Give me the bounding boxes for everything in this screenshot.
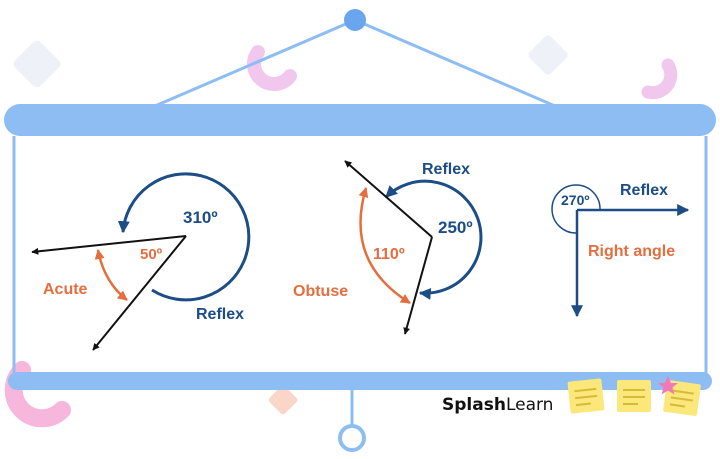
sticky-note-icon [617, 380, 651, 412]
peach-diamond [268, 385, 298, 415]
right-angle-label: Right angle [588, 243, 675, 260]
acute-value-50: 50º [140, 246, 163, 263]
reflex-label-2: Reflex [422, 161, 470, 178]
diagram-obtuse-angle: Reflex 250º 110º Obtuse [293, 160, 483, 335]
background-decorations [4, 35, 678, 428]
acute-arc-50 [94, 249, 128, 301]
reflex-arc-310 [117, 172, 251, 302]
ray-down [92, 235, 187, 351]
hanger [154, 9, 556, 108]
reflex-arc-270 [551, 184, 601, 234]
reflex-value-250: 250º [438, 218, 473, 237]
obtuse-label: Obtuse [293, 283, 348, 300]
sticky-note-icon [567, 378, 605, 414]
diamond-shape-left [13, 40, 61, 88]
top-rail [4, 104, 716, 136]
reflex-value-270: 270º [561, 192, 589, 208]
reflex-label-1: Reflex [196, 306, 244, 323]
brand-wordmark: SplashLearn [442, 395, 553, 415]
ray-up-left [344, 160, 433, 238]
diamond-shape-right [528, 35, 568, 75]
ray-down-2 [403, 236, 433, 335]
sticky-notes [567, 376, 701, 416]
obtuse-value-110: 110º [373, 246, 405, 263]
brand-logo: SplashLearn [442, 395, 553, 415]
diagram-right-angle: 270º Reflex Right angle [551, 182, 690, 318]
acute-label: Acute [43, 281, 88, 298]
pull-ring-icon [338, 424, 366, 452]
reflex-arc-250 [384, 179, 483, 300]
reflex-value-310: 310º [183, 208, 218, 227]
hanger-knob-icon [344, 9, 366, 31]
star-icon [658, 376, 678, 395]
reflex-label-3: Reflex [620, 182, 668, 199]
pink-arc-right [641, 58, 678, 100]
bottom-rail [8, 372, 712, 390]
obtuse-arc-110 [358, 187, 411, 305]
ray-left [31, 235, 187, 255]
pink-arc-top [247, 45, 297, 91]
screen-frame [4, 104, 716, 452]
diagram-acute-angle: 310º 50º Acute Reflex [31, 172, 251, 351]
